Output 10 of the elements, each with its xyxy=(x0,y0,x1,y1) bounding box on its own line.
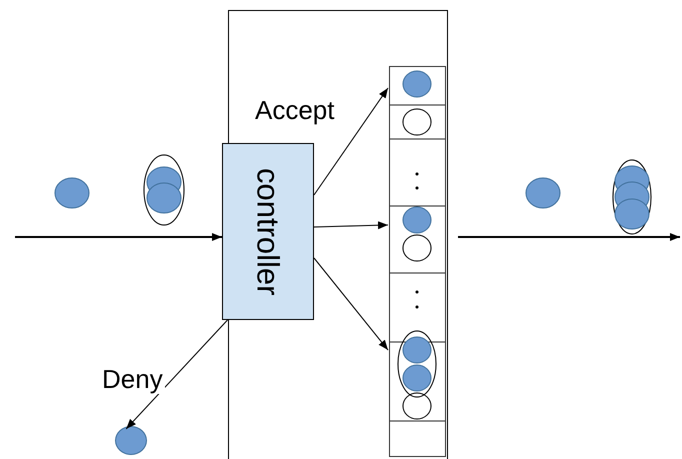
controller-label: controller xyxy=(252,168,284,296)
arrow xyxy=(458,233,680,241)
arrow xyxy=(314,258,388,350)
arrow xyxy=(314,221,388,230)
arrow xyxy=(314,88,388,196)
packet-circle xyxy=(115,426,147,455)
arrow xyxy=(126,320,228,430)
queue-box xyxy=(389,66,446,457)
arrow xyxy=(15,233,222,241)
controller-box xyxy=(222,143,314,320)
